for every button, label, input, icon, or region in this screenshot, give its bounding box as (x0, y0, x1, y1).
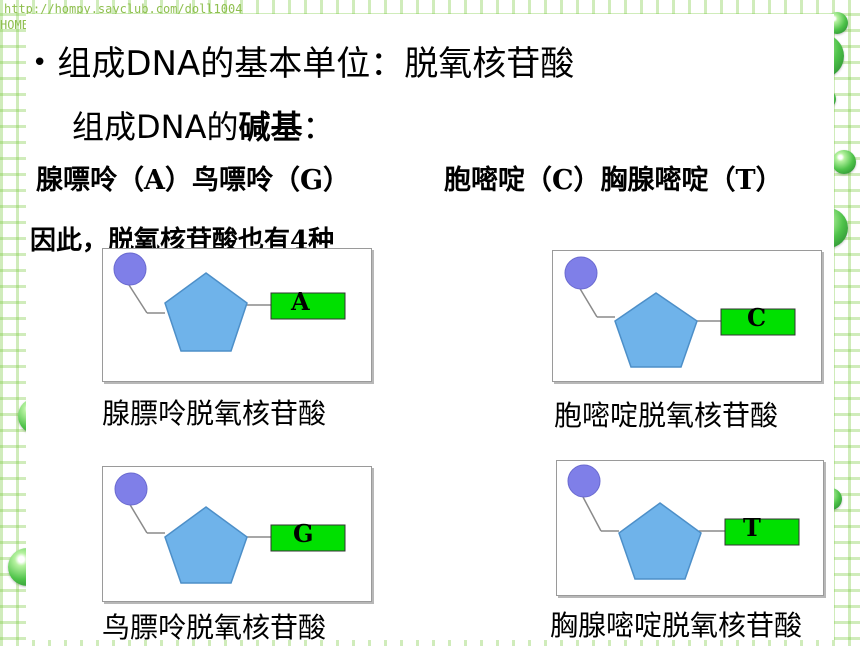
nucleotide-diagram-a (113, 252, 346, 352)
deoxyribose-pentagon (614, 292, 698, 368)
phosphate-link (582, 496, 602, 532)
phosphate-circle (564, 256, 598, 290)
caption-a: 腺膘呤脱氧核苷酸 (102, 397, 327, 430)
base-box (724, 518, 800, 546)
nucleotide-diagram-t (567, 464, 800, 580)
slide: • 组成DNA的基本单位：脱氧核苷酸 组成DNA的碱基： 腺嘌呤（A）鸟嘌呤（G）… (26, 14, 834, 644)
base-label-c: C (747, 303, 767, 332)
base-label-a: A (291, 287, 310, 316)
subtitle-suffix: ： (302, 108, 335, 146)
nucleotide-card-a: A (102, 248, 372, 382)
base-box (720, 308, 796, 336)
nucleotide-card-t: T (556, 460, 824, 596)
nucleotide-card-c: C (552, 250, 822, 382)
nucleotide-diagram-g (114, 472, 346, 584)
watermark-url: http://hompy.sayclub.com/doll1004 (4, 2, 243, 16)
base-label-g: G (293, 519, 314, 548)
slide-title-text: 组成DNA的基本单位：脱氧核苷酸 (57, 44, 575, 84)
slide-title: • 组成DNA的基本单位：脱氧核苷酸 (32, 36, 574, 85)
slide-subtitle: 组成DNA的碱基： (72, 102, 335, 148)
phosphate-circle (113, 252, 147, 286)
phosphate-link (128, 502, 148, 534)
phosphate-circle (114, 472, 148, 506)
nucleotide-card-g: G (102, 466, 372, 602)
deoxyribose-pentagon (164, 506, 248, 584)
base-box (270, 524, 346, 552)
subtitle-prefix: 组成DNA的 (72, 108, 239, 146)
base-label-t: T (743, 513, 761, 542)
base-box (270, 292, 346, 320)
deoxyribose-pentagon (164, 272, 248, 352)
caption-c: 胞嘧啶脱氧核苷酸 (554, 399, 779, 432)
purine-bases: 腺嘌呤（A）鸟嘌呤（G） (36, 165, 351, 196)
bullet: • (32, 48, 48, 78)
nucleotide-diagram-c (564, 256, 796, 368)
decor-bubble (832, 150, 856, 174)
subtitle-bold: 碱基 (238, 108, 303, 146)
phosphate-link (578, 286, 598, 318)
phosphate-circle (567, 464, 601, 498)
pyrimidine-bases: 胞嘧啶（C）胸腺嘧啶（T） (444, 165, 783, 196)
caption-g: 鸟膘呤脱氧核苷酸 (102, 611, 327, 644)
phosphate-link (128, 284, 148, 314)
caption-t: 胸腺嘧啶脱氧核苷酸 (550, 609, 803, 642)
deoxyribose-pentagon (618, 502, 702, 580)
